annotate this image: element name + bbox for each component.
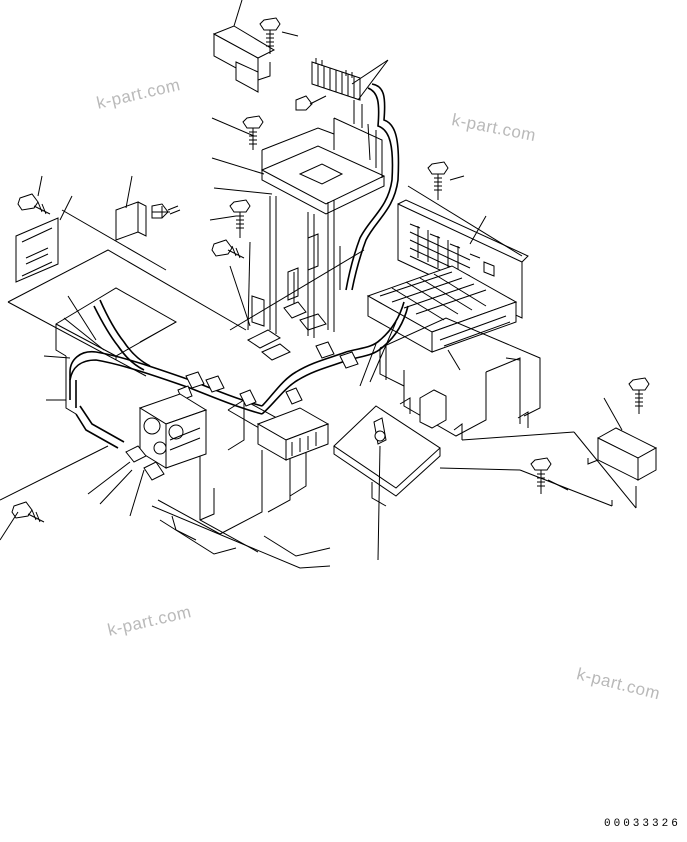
relay-cluster-lower bbox=[125, 393, 208, 481]
flange-bolt-upper bbox=[295, 95, 327, 111]
floor-panel-right bbox=[379, 317, 541, 440]
bolt-bottom-left bbox=[11, 501, 45, 523]
left-mounting-plate bbox=[15, 217, 59, 283]
bolt-top bbox=[259, 17, 281, 54]
base-plate-center bbox=[333, 405, 441, 507]
upper-mount-frame bbox=[260, 100, 386, 215]
harness-connector-group bbox=[177, 196, 359, 407]
bolt-far-left bbox=[17, 193, 51, 215]
small-bolt-cluster bbox=[151, 203, 181, 219]
drawing-number: 00033326 bbox=[604, 818, 681, 830]
top-cover-bracket bbox=[212, 25, 276, 93]
bolt-far-right bbox=[628, 377, 650, 414]
bolt-mid-left bbox=[229, 199, 251, 238]
bolt-right-panel bbox=[427, 161, 449, 200]
right-bracket bbox=[587, 427, 658, 481]
connector-bank-center bbox=[256, 407, 330, 461]
small-clamp-plate bbox=[115, 201, 147, 241]
flange-bolt-left bbox=[211, 239, 245, 259]
phantom-outline-lines bbox=[0, 185, 637, 569]
reference-leader-lines bbox=[0, 0, 637, 561]
terminal-block-upper bbox=[311, 58, 361, 101]
